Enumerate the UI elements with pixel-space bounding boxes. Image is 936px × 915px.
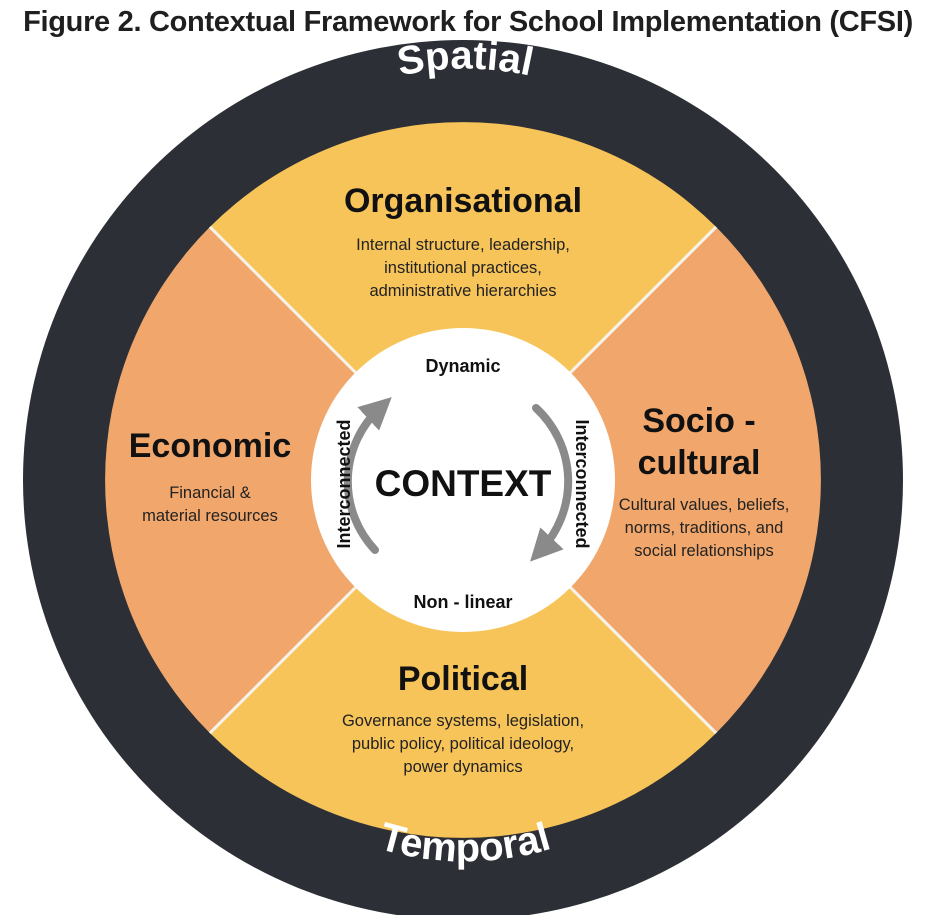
center-label-nonlinear: Non - linear: [413, 592, 512, 612]
organisational-title: Organisational: [344, 182, 582, 220]
cycle-arrow-left: [343, 397, 392, 554]
center-label-interconnected-left: Interconnected: [334, 419, 354, 548]
organisational-desc-3: administrative hierarchies: [369, 282, 556, 300]
quadrant-sociocultural: [463, 226, 821, 734]
political-desc-3: power dynamics: [403, 758, 522, 776]
political-desc-2: public policy, political ideology,: [352, 735, 574, 753]
center-label-dynamic: Dynamic: [425, 356, 500, 376]
cycle-arrow-right: [530, 404, 573, 562]
economic-title: Economic: [129, 427, 291, 465]
organisational-desc-2: institutional practices,: [384, 259, 542, 277]
quadrant-organisational: [209, 122, 717, 480]
center-label-interconnected-right: Interconnected: [572, 419, 592, 548]
ring-label-spatial: Spatial: [394, 34, 537, 85]
quadrants: [105, 122, 821, 838]
economic-desc-2: material resources: [142, 507, 278, 525]
sociocultural-desc-1: Cultural values, beliefs,: [619, 496, 790, 514]
political-title: Political: [398, 660, 528, 698]
sociocultural-desc-2: norms, traditions, and: [625, 519, 784, 537]
center-label-context: CONTEXT: [375, 463, 552, 504]
quadrant-political: [209, 480, 717, 838]
sociocultural-title-1: Socio -: [642, 402, 755, 440]
organisational-desc-1: Internal structure, leadership,: [356, 236, 570, 254]
sociocultural-desc-3: social relationships: [634, 542, 773, 560]
economic-desc-1: Financial &: [169, 484, 251, 502]
political-desc-1: Governance systems, legislation,: [342, 712, 584, 730]
figure-title: Figure 2. Contextual Framework for Schoo…: [23, 6, 913, 38]
quadrant-economic: [105, 226, 463, 734]
sociocultural-title-2: cultural: [638, 444, 761, 482]
